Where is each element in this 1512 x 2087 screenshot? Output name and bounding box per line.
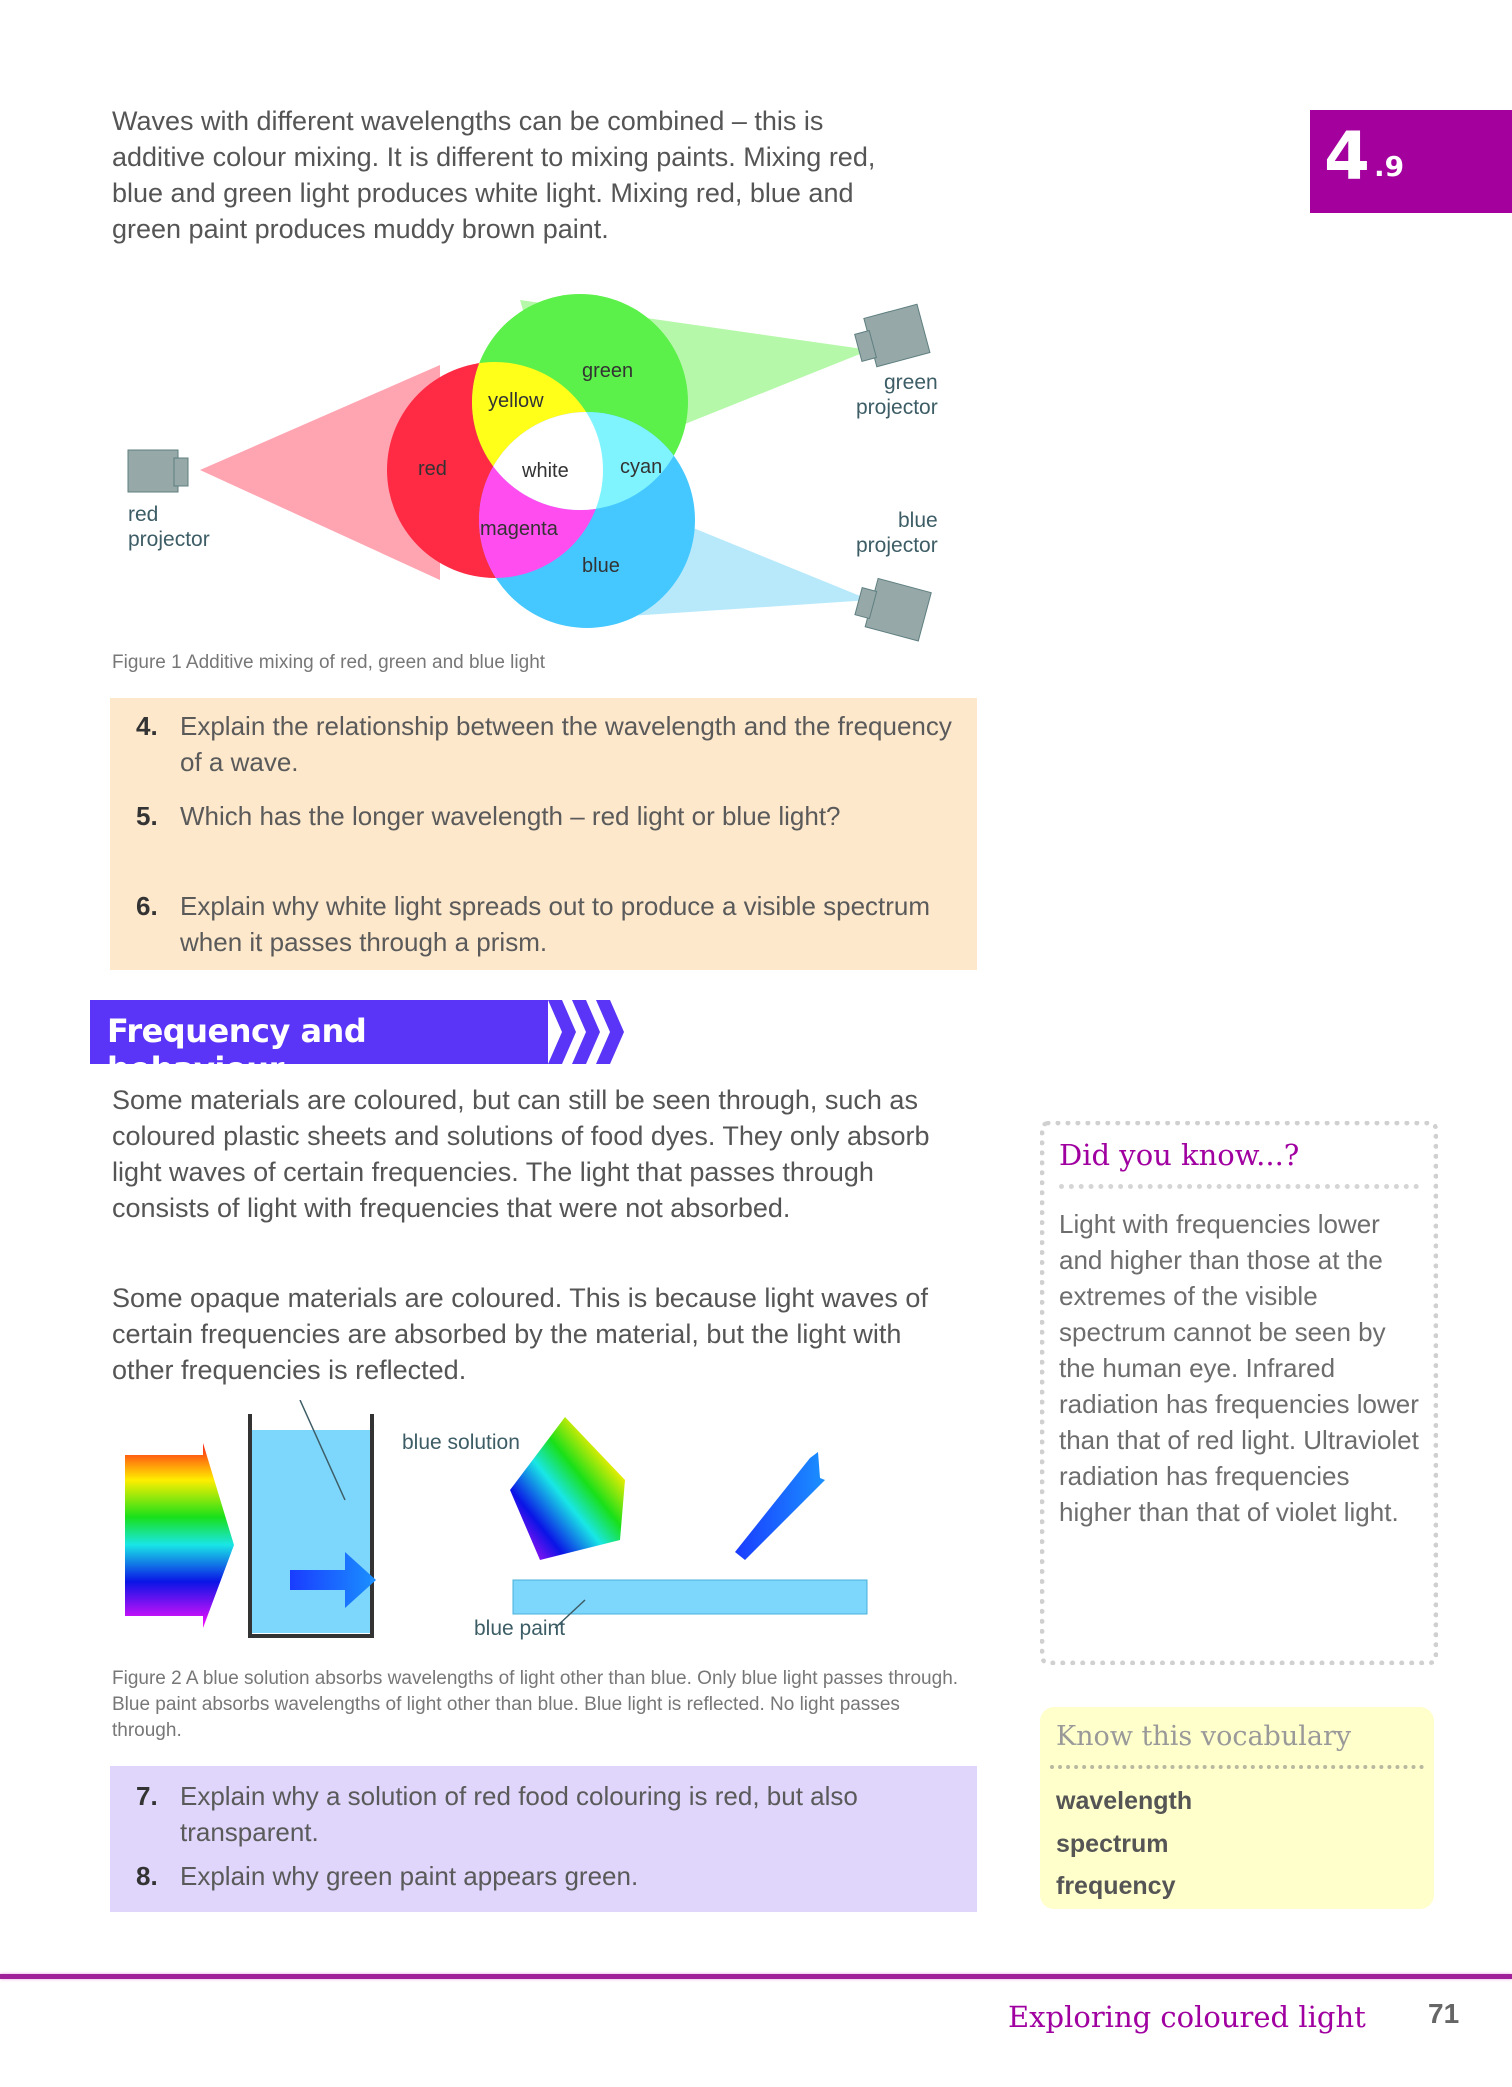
- section-subnumber: .9: [1374, 150, 1405, 183]
- vocab-item: frequency: [1056, 1872, 1176, 1900]
- section-title: Frequency and behaviour: [107, 1012, 367, 1088]
- label-green: green: [582, 360, 634, 382]
- figure-blue-solution-paint: blue solution blue paint: [100, 1399, 980, 1660]
- footer-chapter-title: Exploring coloured light: [1008, 2000, 1366, 2034]
- figure2-caption: Figure 2 A blue solution absorbs wavelen…: [112, 1668, 959, 1741]
- vocabulary-title: Know this vocabulary: [1056, 1721, 1352, 1752]
- question-8: 8. Explain why green paint appears green…: [136, 1861, 639, 1891]
- chevrons-icon: [548, 1000, 624, 1064]
- body-paragraph-1: Some materials are coloured, but can sti…: [112, 1085, 930, 1223]
- red-projector-icon: [127, 449, 189, 493]
- footer-rule: [0, 1974, 1512, 1979]
- did-you-know-text: Light with frequencies lower and higher …: [1059, 1209, 1419, 1527]
- section-badge: 4 .9: [1310, 110, 1512, 213]
- blue-projector-icon: [854, 577, 932, 642]
- page-number: 71: [1428, 1998, 1460, 2029]
- divider: [1050, 1765, 1424, 1769]
- intro-paragraph: Waves with different wavelengths can be …: [112, 106, 876, 244]
- question-4: 4. Explain the relationship between the …: [136, 711, 952, 777]
- questions-box-a: 4. Explain the relationship between the …: [110, 698, 977, 970]
- question-7: 7. Explain why a solution of red food co…: [136, 1781, 858, 1847]
- divider: [1059, 1184, 1419, 1189]
- body-paragraph-2: Some opaque materials are coloured. This…: [112, 1283, 928, 1385]
- question-5: 5. Which has the longer wavelength – red…: [136, 801, 841, 831]
- did-you-know-box: Did you know...? Light with frequencies …: [1040, 1121, 1438, 1665]
- section-header: Frequency and behaviour: [90, 1000, 636, 1088]
- additive-mixing-diagram: [127, 294, 932, 642]
- blue-solution-label: blue solution: [402, 1431, 520, 1454]
- section-number: 4: [1324, 118, 1370, 195]
- label-magenta: magenta: [480, 518, 558, 540]
- vocab-item: spectrum: [1056, 1830, 1169, 1858]
- label-blue: blue: [582, 555, 620, 577]
- figure1-caption: Figure 1 Additive mixing of red, green a…: [112, 652, 546, 673]
- green-projector-icon: [854, 303, 931, 368]
- absorption-diagram: [125, 1399, 868, 1638]
- question-6: 6. Explain why white light spreads out t…: [136, 891, 931, 957]
- vocab-item: wavelength: [1056, 1787, 1193, 1815]
- label-red: red: [418, 458, 447, 480]
- vocabulary-box: Know this vocabulary wavelength spectrum…: [1040, 1707, 1434, 1909]
- questions-box-b: 7. Explain why a solution of red food co…: [110, 1766, 977, 1912]
- blue-paint-label: blue paint: [474, 1617, 566, 1640]
- did-you-know-title: Did you know...?: [1059, 1138, 1300, 1172]
- label-cyan: cyan: [620, 456, 663, 478]
- label-yellow: yellow: [488, 390, 544, 412]
- label-white: white: [522, 460, 569, 482]
